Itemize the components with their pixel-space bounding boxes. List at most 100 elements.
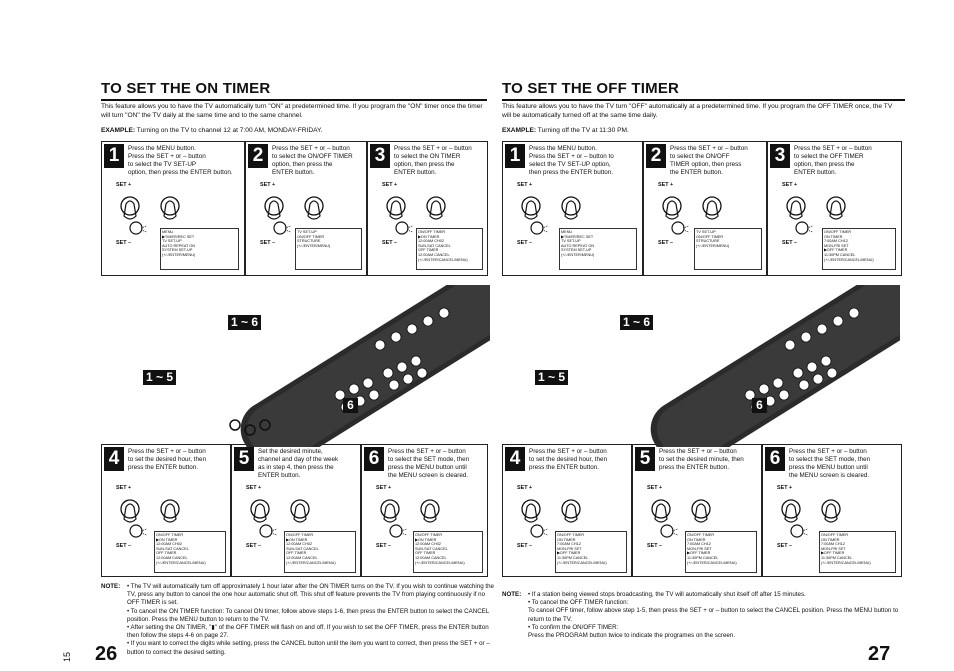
notes-label: NOTE:: [101, 583, 121, 590]
hand-pressing-button-icon: [521, 196, 581, 235]
step-number: 6: [765, 447, 785, 471]
step-number: 4: [505, 447, 525, 471]
step-instructions: Press the MENU button. Press the SET + o…: [529, 145, 614, 177]
on-screen-display: TV SET-UP ON/OFF TIMER STRUCTURE (+/-/EN…: [295, 228, 362, 270]
set-plus-label: SET +: [517, 485, 533, 491]
step-number: 3: [770, 144, 790, 168]
range-callout-left-c: 6: [343, 396, 358, 413]
hand-pressing-button-icon: [264, 196, 324, 235]
set-plus-label: SET +: [246, 485, 262, 491]
step-instructions: Press the SET + or – button to select th…: [394, 145, 472, 177]
on-screen-display: TV SET-UP ON/OFF TIMER STRUCTURE (+/-/EN…: [694, 228, 762, 270]
step-instructions: Press the SET + or – button to set the d…: [529, 448, 608, 472]
on-timer-intro: This feature allows you to have the TV a…: [101, 103, 483, 119]
set-plus-label: SET +: [116, 485, 132, 491]
step-number: 1: [104, 144, 124, 168]
side-page-number: 15: [62, 651, 72, 662]
hand-pressing-button-icon: [786, 196, 846, 235]
on-screen-display: ON/OFF TIMER ON TIMER 7:00AM CH12 MON-FR…: [822, 228, 896, 270]
on-timer-example: EXAMPLE: Turning on the TV to channel 12…: [101, 127, 322, 134]
left-step-6-panel: 6 Press the SET + or – button to select …: [361, 444, 488, 577]
set-minus-label: SET –: [658, 240, 673, 246]
set-minus-label: SET –: [116, 240, 131, 246]
range-text: 1 ~ 5: [535, 370, 569, 385]
notes-text: • The TV will automatically turn off app…: [127, 583, 494, 656]
step-number: 1: [505, 144, 525, 168]
set-minus-label: SET –: [517, 543, 532, 549]
left-step-2-panel: 2 Press the SET + or – button to select …: [245, 141, 367, 276]
on-screen-display: ON/OFF TIMER ▶ON TIMER 12:00AM CH02 SUN-…: [284, 531, 356, 573]
step-number: 5: [234, 447, 254, 471]
set-minus-label: SET –: [382, 240, 397, 246]
step-number: 6: [364, 447, 384, 471]
step-instructions: Press the SET + or – button to select th…: [388, 448, 470, 480]
hand-pressing-button-icon: [250, 499, 310, 538]
page-number-left: 26: [95, 643, 118, 665]
step-instructions: Press the SET + or – button to set the d…: [128, 448, 207, 472]
set-minus-label: SET –: [777, 543, 792, 549]
example-label: EXAMPLE:: [502, 127, 537, 134]
right-step-4-panel: 4 Press the SET + or – button to set the…: [502, 444, 632, 577]
set-plus-label: SET +: [116, 182, 132, 188]
left-step-4-panel: 4 Press the SET + or – button to set the…: [101, 444, 231, 577]
range-text: 1 ~ 5: [143, 370, 177, 385]
set-plus-label: SET +: [517, 182, 533, 188]
step-number: 3: [370, 144, 390, 168]
hand-pressing-button-icon: [120, 196, 180, 235]
range-callout-left-a: 1 ~ 6: [228, 313, 262, 330]
hand-pressing-button-icon: [386, 196, 446, 235]
on-screen-display: ON/OFF TIMER ON TIMER 7:00AM CH12 MON-FR…: [819, 531, 896, 573]
on-screen-display: ON/OFF TIMER ▶ON TIMER 12:00AM CH02 SUN-…: [154, 531, 226, 573]
set-minus-label: SET –: [116, 543, 131, 549]
hand-pressing-button-icon: [380, 499, 440, 538]
on-timer-notes: NOTE: • The TV will automatically turn o…: [101, 583, 496, 657]
hand-pressing-button-icon: [120, 499, 180, 538]
set-minus-label: SET –: [782, 240, 797, 246]
step-number: 2: [646, 144, 666, 168]
off-timer-rule: [502, 99, 905, 101]
range-callout-right-b: 1 ~ 5: [535, 368, 569, 385]
example-text: Turning off the TV at 11:30 PM.: [537, 127, 629, 134]
on-screen-display: MENU ▶TIMER/REC SET TV SET-UP AUTO REPEA…: [160, 228, 239, 270]
notes-label: NOTE:: [502, 591, 522, 598]
left-step-5-panel: 5 Set the desired minute, channel and da…: [231, 444, 361, 577]
right-step-5-panel: 5 Press the SET + or – button to set the…: [632, 444, 762, 577]
page-number-right: 27: [868, 643, 891, 665]
range-text: 6: [343, 398, 358, 413]
right-step-3-panel: 3 Press the SET + or – button to select …: [767, 141, 902, 276]
example-text: Turning on the TV to channel 12 at 7:00 …: [136, 127, 323, 134]
step-instructions: Press the SET + or – button to select th…: [670, 145, 748, 177]
left-step-1-panel: 1 Press the MENU button. Press the SET +…: [101, 141, 245, 276]
on-screen-display: MENU ▶TIMER/REC SET TV SET-UP AUTO REPEA…: [559, 228, 637, 270]
on-timer-rule: [101, 99, 487, 101]
hand-pressing-button-icon: [651, 499, 711, 538]
on-screen-display: ON/OFF TIMER ON TIMER 7:00AM CH12 MON-FR…: [555, 531, 627, 573]
on-screen-display: ON/OFF TIMER ▶ON TIMER 12:00AM CH02 SUN-…: [416, 228, 483, 270]
step-number: 5: [635, 447, 655, 471]
set-plus-label: SET +: [260, 182, 276, 188]
step-instructions: Press the MENU button. Press the SET + o…: [128, 145, 233, 177]
set-minus-label: SET –: [246, 543, 261, 549]
range-callout-left-b: 1 ~ 5: [143, 368, 177, 385]
notes-text: • If a station being viewed stops broadc…: [528, 591, 899, 640]
right-step-6-panel: 6 Press the SET + or – button to select …: [762, 444, 902, 577]
range-callout-right-c: 6: [752, 396, 767, 413]
hand-pressing-button-icon: [662, 196, 722, 235]
set-plus-label: SET +: [647, 485, 663, 491]
set-plus-label: SET +: [376, 485, 392, 491]
on-timer-title: TO SET THE ON TIMER: [101, 80, 271, 97]
off-timer-notes: NOTE: • If a station being viewed stops …: [502, 591, 902, 640]
range-callout-right-a: 1 ~ 6: [620, 313, 654, 330]
hand-pressing-button-icon: [781, 499, 841, 538]
step-instructions: Press the SET + or – button to set the d…: [659, 448, 744, 472]
left-step-3-panel: 3 Press the SET + or – button to select …: [367, 141, 488, 276]
set-minus-label: SET –: [260, 240, 275, 246]
range-text: 6: [752, 398, 767, 413]
hand-pressing-button-icon: [521, 499, 581, 538]
step-instructions: Set the desired minute, channel and day …: [258, 448, 339, 480]
remote-illustration-left: [229, 285, 490, 447]
step-instructions: Press the SET + or – button to select th…: [789, 448, 871, 480]
on-screen-display: ON/OFF TIMER ON TIMER 7:00AM CH12 MON-FR…: [685, 531, 757, 573]
right-step-2-panel: 2 Press the SET + or – button to select …: [643, 141, 767, 276]
set-minus-label: SET –: [517, 240, 532, 246]
